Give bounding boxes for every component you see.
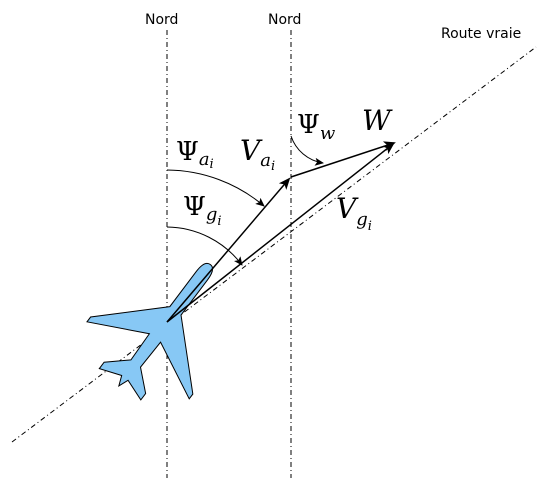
psi-w-label: Ψw — [297, 110, 336, 144]
north-label-right: Nord — [268, 12, 301, 28]
psi-a-label: Ψai — [176, 137, 214, 172]
aircraft-icon — [86, 262, 213, 401]
psi-w-arc — [290, 135, 324, 166]
v-a-label: Vai — [240, 134, 275, 174]
psi-a-arc — [166, 169, 265, 207]
air-velocity-vector — [166, 177, 291, 323]
w-label: W — [362, 104, 393, 137]
true-route-label: Route vraie — [441, 26, 521, 42]
psi-g-arc — [166, 226, 243, 266]
v-g-label: Vgi — [336, 192, 372, 234]
wind-vector — [290, 141, 396, 178]
psi-g-label: Ψgi — [183, 192, 222, 229]
true-route-line — [11, 46, 537, 443]
ground-velocity-vector — [166, 142, 395, 323]
north-label-left: Nord — [145, 12, 178, 28]
